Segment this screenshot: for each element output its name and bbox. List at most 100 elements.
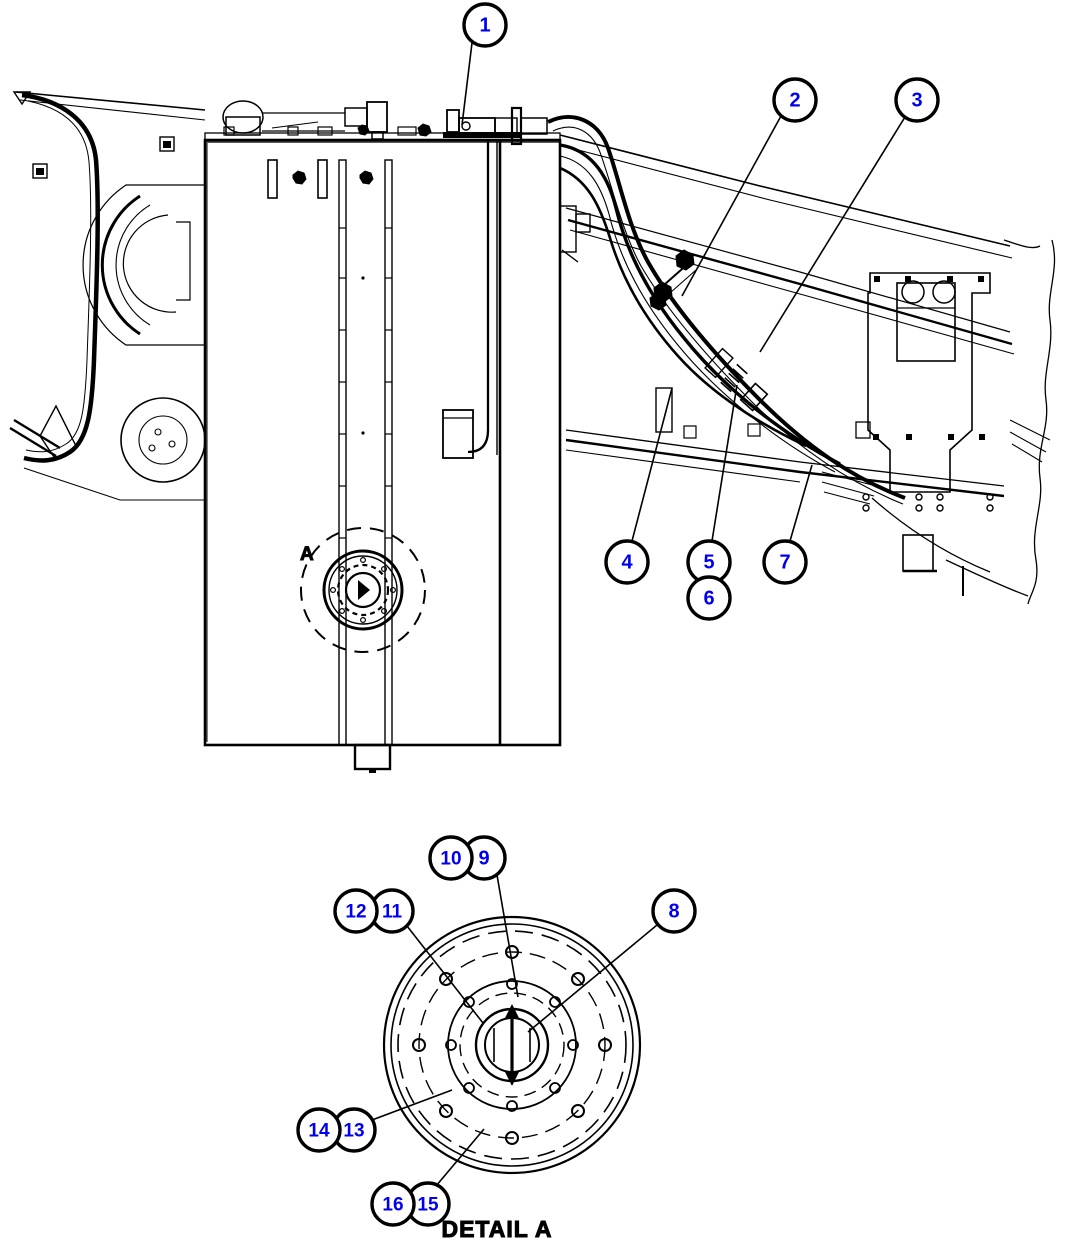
callout-circle-4[interactable] (604, 539, 650, 585)
coupling-fitting-3 (649, 292, 667, 311)
lower-body-curve-2 (871, 497, 991, 573)
hose-routing-group (547, 115, 1015, 505)
valve-stem (446, 109, 460, 133)
sender-body (344, 107, 368, 127)
tank-drain-box (353, 743, 392, 771)
pump-mount-group (559, 205, 591, 263)
detail-keyway-arrow-bottom (505, 1072, 519, 1086)
callout-4[interactable]: 4 (604, 539, 650, 585)
tank-top-tab-4 (397, 126, 417, 136)
right-frame-bracket-group (821, 239, 1056, 605)
callout-12[interactable]: 12 (333, 888, 379, 934)
frame-rail-lower-1 (565, 429, 1005, 487)
tank-body (203, 138, 562, 747)
leader-5 (711, 384, 738, 542)
coupling-link (655, 261, 691, 293)
callout-1[interactable]: 1 (462, 2, 508, 48)
deck-right-end (1003, 239, 1041, 249)
internal-pipe-bend (467, 429, 490, 454)
pump-mount-block (575, 213, 591, 233)
detail-rim-outer-2 (390, 923, 634, 1167)
section-marker-a-label: A (300, 544, 314, 565)
rail-bracket-mid-foot (747, 423, 761, 437)
top-fastener-2 (357, 124, 370, 136)
breather-cap (222, 100, 264, 134)
detail-a-group: DETAIL A (382, 915, 642, 1243)
lower-wheel-outer (120, 397, 206, 483)
callout-8[interactable]: 8 (651, 888, 697, 934)
flange-key-arrow-main (358, 580, 370, 600)
callout-number-9: 9 (478, 848, 489, 870)
leader-13 (371, 1089, 453, 1121)
left-hub-box (176, 221, 191, 301)
flange-mid-main (336, 563, 390, 617)
hose-a-outer (547, 115, 906, 500)
callout-number-12: 12 (345, 902, 366, 923)
callout-circle-1[interactable] (462, 2, 508, 48)
bracket-hole-1 (901, 280, 925, 304)
callout-14[interactable]: 14 (296, 1107, 342, 1153)
baffle-strip-2 (317, 159, 328, 199)
detail-hub-dashed (459, 992, 565, 1098)
deck-bottom-edge-left (23, 467, 205, 501)
frame-rail-upper-3 (569, 229, 1015, 355)
callout-7[interactable]: 7 (762, 539, 808, 585)
callout-circle-8[interactable] (651, 888, 697, 934)
hose-c-outer (559, 166, 807, 448)
callout-2[interactable]: 2 (772, 77, 818, 123)
rail-bracket-right (855, 421, 871, 439)
pump-mount-plate (559, 205, 577, 253)
coupling-link-2 (661, 269, 697, 301)
valve-mount-plate (443, 132, 521, 138)
callout-circle-6[interactable] (686, 575, 732, 621)
callout-15[interactable]: 15 (405, 1181, 451, 1227)
callout-circle-3[interactable] (894, 77, 940, 123)
callout-11[interactable]: 11 (369, 888, 415, 934)
callout-circle-2[interactable] (772, 77, 818, 123)
lower-wheel-inner (138, 415, 188, 465)
callout-3[interactable]: 3 (894, 77, 940, 123)
callout-number-14: 14 (308, 1121, 330, 1142)
left-hose-outer (21, 92, 100, 463)
callout-circle-12[interactable] (333, 888, 379, 934)
callout-number-13: 13 (343, 1121, 364, 1142)
leader-7 (789, 464, 813, 542)
detail-inner-bolts (445, 978, 579, 1112)
bracket-fasteners (873, 276, 985, 440)
frame-rail-lower-3 (565, 449, 801, 483)
standpipe-ticks (339, 227, 392, 539)
pump-mount-leg (561, 249, 579, 263)
callout-16[interactable]: 16 (370, 1181, 416, 1227)
standpipe-right (384, 159, 393, 746)
hose-a-inner (552, 126, 904, 505)
bracket-marker-2-fill (163, 141, 171, 148)
detail-a-section-circle (300, 527, 426, 653)
chassis-outline-group (9, 91, 1013, 501)
hose-b-outer (559, 143, 841, 466)
standpipe-left (338, 159, 347, 746)
baffle-strip-1 (267, 159, 278, 199)
inline-fitting-collar (704, 347, 734, 379)
bracket-window (896, 282, 956, 362)
callout-number-6: 6 (703, 588, 714, 610)
breather-base (225, 116, 261, 136)
callout-6[interactable]: 6 (686, 575, 732, 621)
deck-top-edge-left (15, 91, 206, 111)
callout-circle-10[interactable] (428, 835, 474, 881)
callout-number-8: 8 (668, 901, 679, 923)
body-break-hatch-right (1009, 419, 1051, 463)
callout-circle-16[interactable] (370, 1181, 416, 1227)
callout-number-7: 7 (779, 552, 790, 574)
callout-circle-14[interactable] (296, 1107, 342, 1153)
tank-centerline-dots (361, 276, 365, 590)
callout-circle-7[interactable] (762, 539, 808, 585)
valve-knob (461, 121, 471, 131)
top-fastener-1 (417, 123, 432, 137)
callout-10[interactable]: 10 (428, 835, 474, 881)
sender-block (366, 101, 388, 133)
bracket-marker-1 (32, 163, 48, 179)
inline-fitting-hex (739, 382, 769, 412)
bracket-hole-2 (932, 280, 956, 304)
leader-11 (406, 925, 484, 1024)
